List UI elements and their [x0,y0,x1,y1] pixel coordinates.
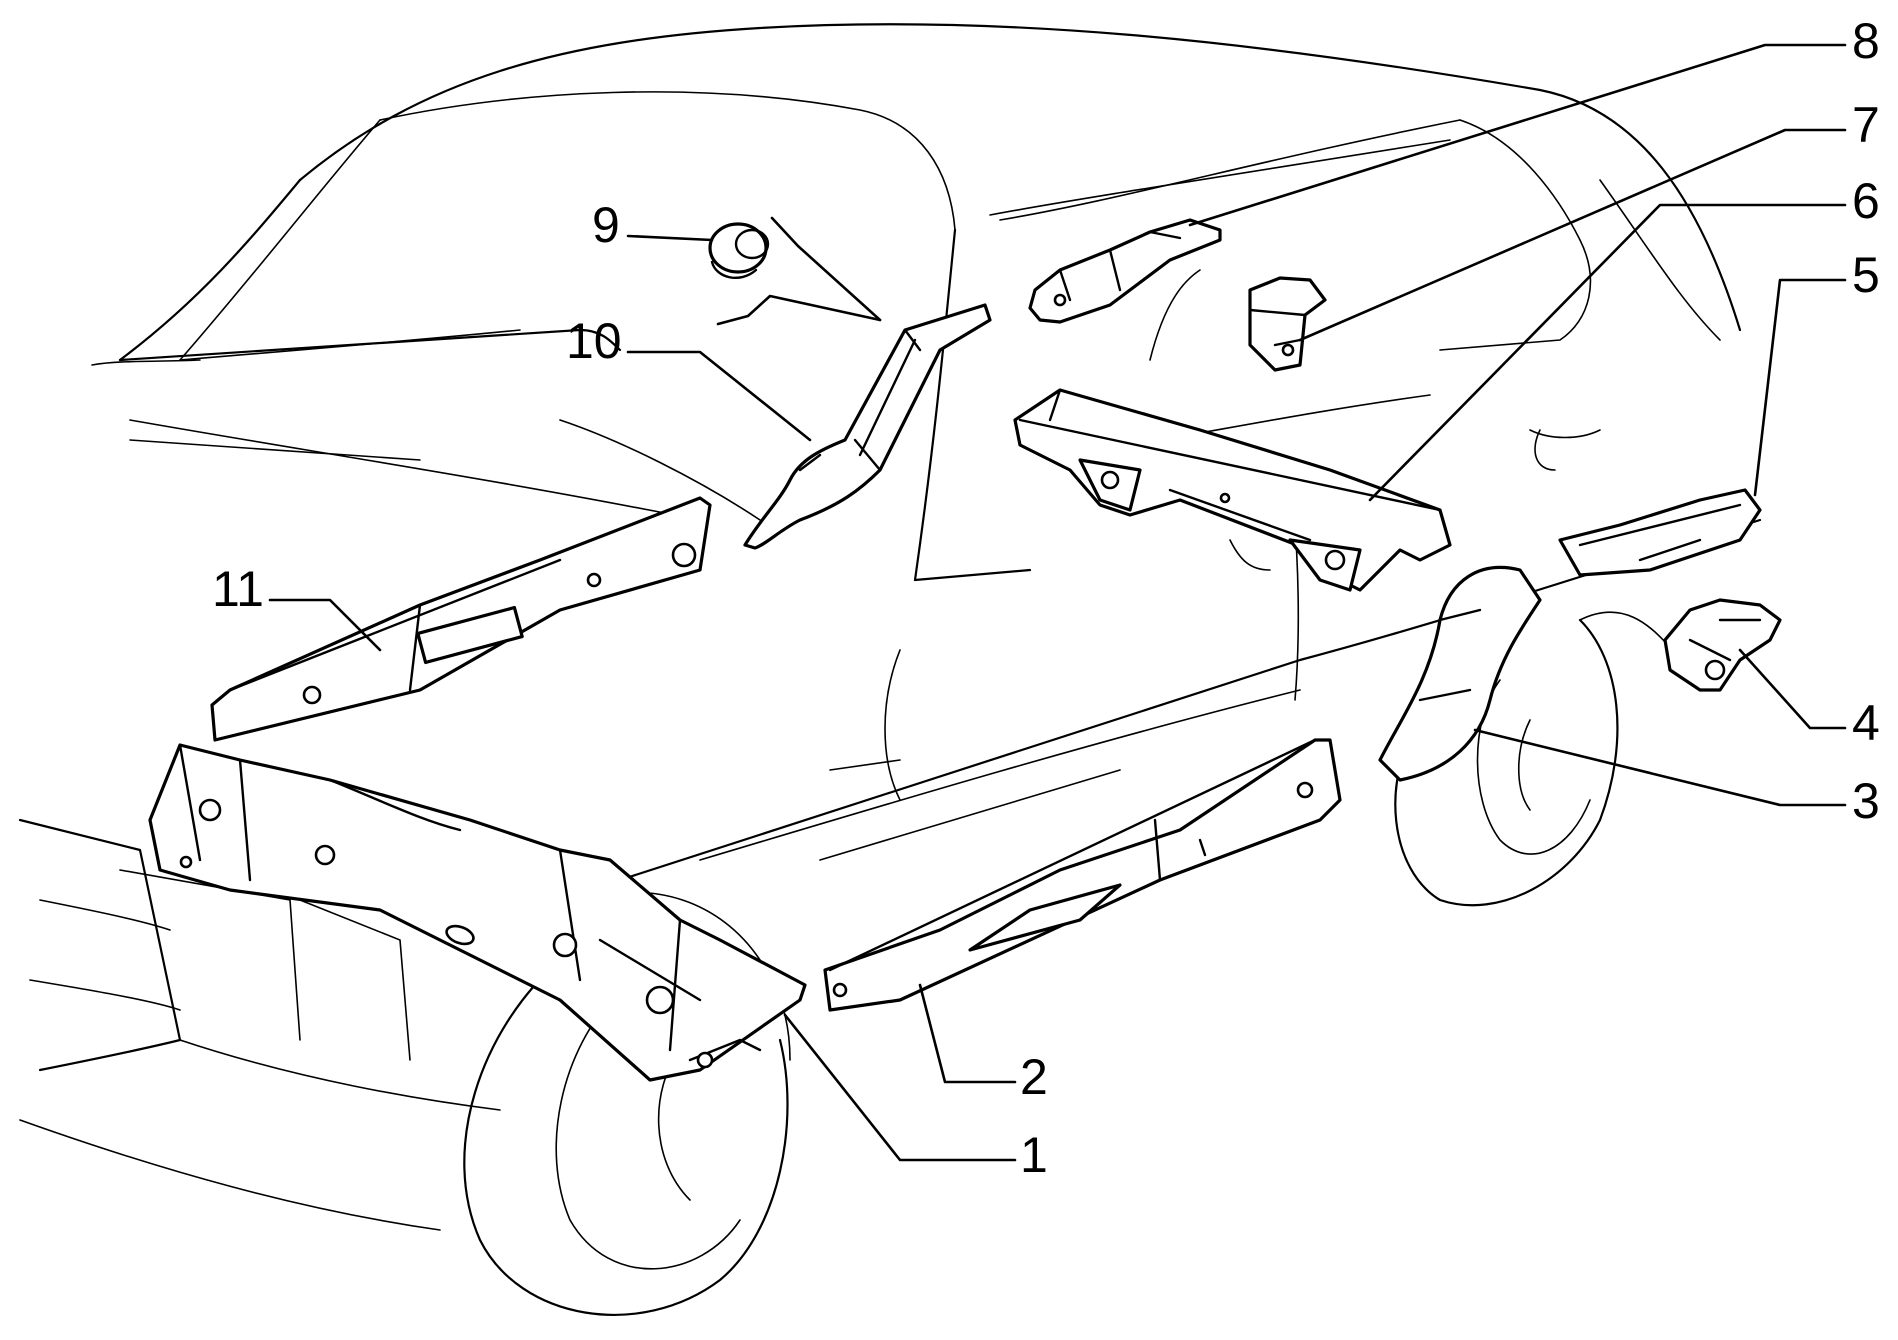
callout-1: 1 [1020,1127,1048,1183]
callout-4: 4 [1852,695,1880,751]
callout-3: 3 [1852,773,1880,829]
callout-11: 11 [212,561,264,617]
part-6-rear-cross-member [1013,388,1452,592]
part-5-rear-panel [1558,488,1762,577]
callout-6: 6 [1852,173,1880,229]
part-3-wheel-arch [1378,565,1542,782]
part-9-grommet [708,222,770,280]
callout-10: 10 [566,313,622,369]
part-10-pillar-reinforcement [743,303,992,550]
part-1-front-frame [148,743,807,1082]
callout-5: 5 [1852,247,1880,303]
callout-9: 9 [592,197,620,253]
callout-2: 2 [1020,1049,1048,1105]
part-7-bracket [1248,276,1327,372]
part-2-sill-member [823,738,1342,1012]
callout-labels: 8 7 6 5 4 3 2 1 9 10 11 [212,13,1880,1183]
leader-lines [268,43,1847,1162]
callout-8: 8 [1852,13,1880,69]
part-8-reinforcement [1028,218,1222,324]
part-11-side-member [210,496,712,742]
part-4-rear-bracket [1663,598,1782,692]
callout-7: 7 [1852,97,1880,153]
car-body-outline [18,23,1762,1316]
